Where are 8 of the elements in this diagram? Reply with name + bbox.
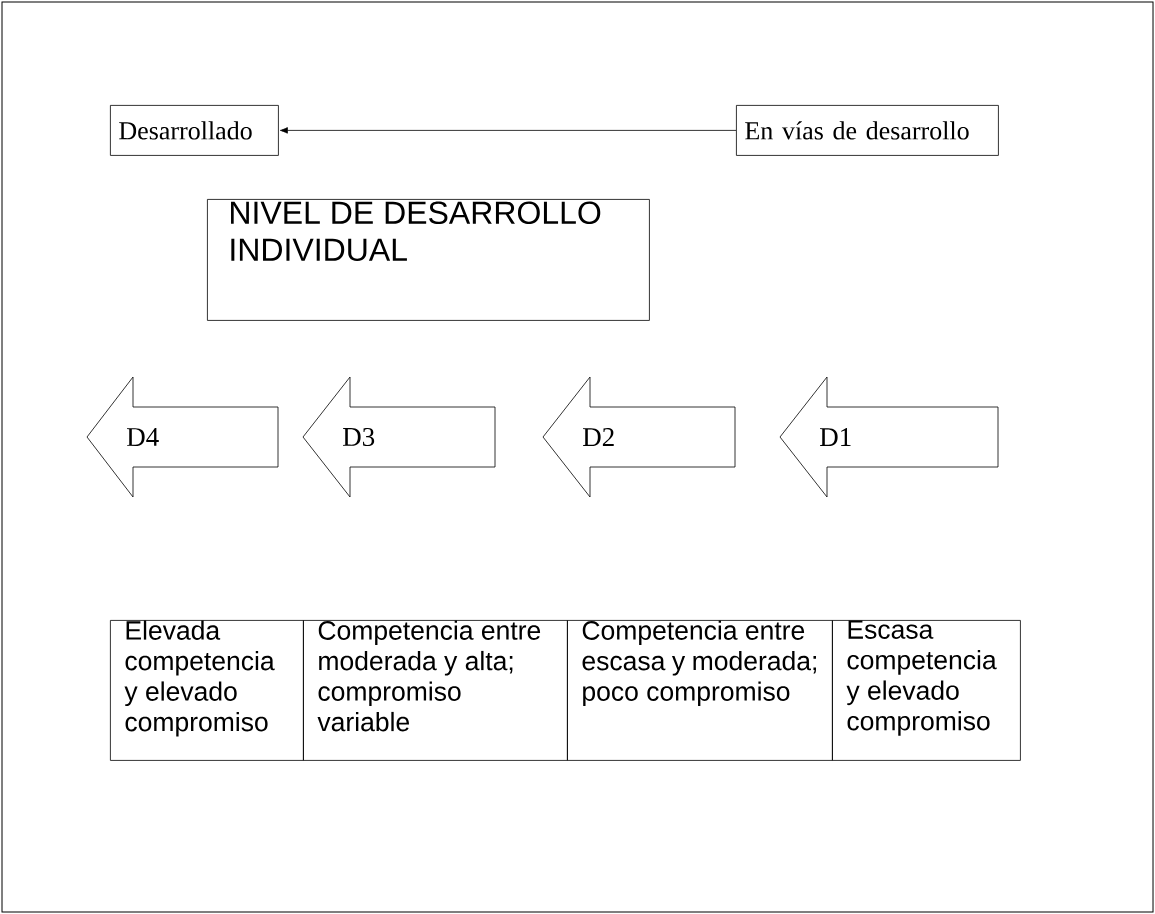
text-box: Desarrollado [110, 105, 279, 156]
table-cell: Competencia entre moderada y alta; compromiso variable [303, 620, 568, 761]
table-cell: Elevada competencia y elevado compromiso [110, 620, 304, 761]
arrow [280, 127, 737, 134]
table-cell: Competencia entre escasa y moderada; poco compromiso [567, 620, 833, 761]
title-box: NIVEL DE DESARROLLO INDIVIDUAL [207, 199, 650, 321]
table-cell: Escasa competencia y elevado compromiso [832, 620, 1021, 761]
text-box: En vías de desarrollo [736, 105, 999, 156]
